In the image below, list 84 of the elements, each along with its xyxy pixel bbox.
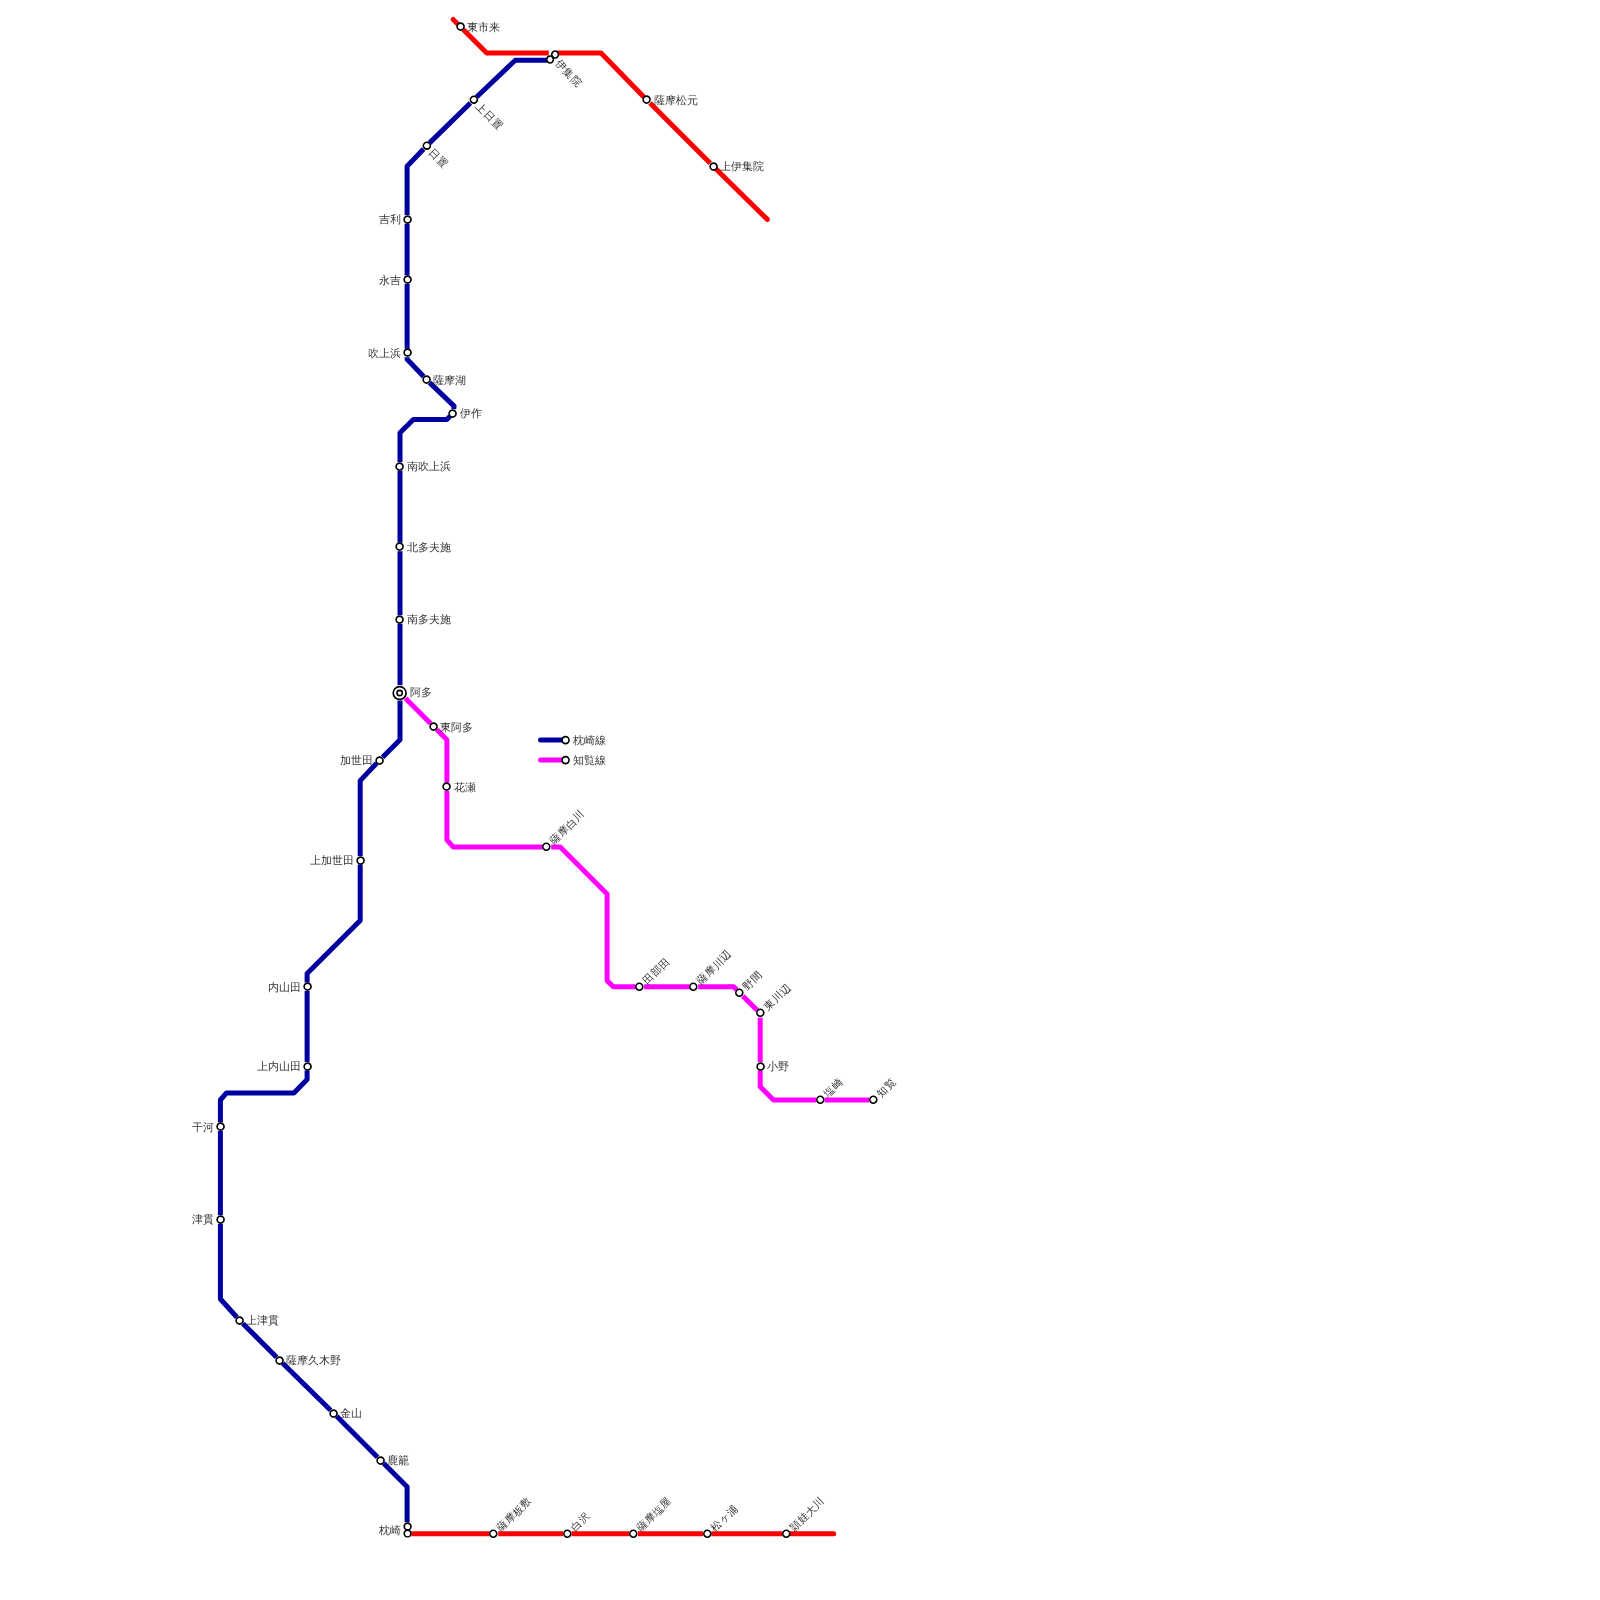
rail-line xyxy=(217,1223,239,1319)
station-name: 枕崎 xyxy=(378,1524,401,1537)
station-name: 永吉 xyxy=(378,273,401,286)
station-name: 東阿多 xyxy=(440,720,474,733)
station-name: 上伊集院 xyxy=(719,160,764,173)
rail-line xyxy=(397,414,452,462)
station-name: 北多夫施 xyxy=(406,540,451,553)
rail-line xyxy=(397,551,403,616)
rail-line xyxy=(450,16,460,26)
rail-line xyxy=(788,1531,837,1537)
rail-line xyxy=(404,283,410,349)
station-name: 上津貫 xyxy=(246,1314,280,1327)
station-name: 薩摩白川 xyxy=(547,806,587,847)
station-name: 吹上浜 xyxy=(367,347,401,360)
rail-line xyxy=(280,1361,333,1413)
rail-line xyxy=(404,356,426,379)
rail-line xyxy=(757,1070,817,1103)
rail-line xyxy=(557,50,646,99)
rail-line xyxy=(824,1097,870,1103)
rail-line xyxy=(571,1531,630,1537)
rail-line xyxy=(241,1321,279,1359)
station-name: 花瀬 xyxy=(453,780,476,793)
station-name: 内山田 xyxy=(267,980,301,993)
station-name: 加世田 xyxy=(340,754,373,767)
rail-line xyxy=(403,696,433,726)
rail-line xyxy=(711,1531,783,1537)
rail-line xyxy=(304,991,310,1062)
station-name: 津貫 xyxy=(191,1213,214,1226)
station-name: 東市来 xyxy=(466,20,500,33)
rail-line xyxy=(698,984,739,992)
rail-line xyxy=(741,994,759,1012)
rail-line xyxy=(217,1070,310,1123)
rail-line xyxy=(461,27,549,56)
rail-line xyxy=(638,1531,703,1537)
station-name: 薩摩川辺 xyxy=(694,946,734,987)
legend-label: 枕崎線 xyxy=(572,733,606,746)
rail-line xyxy=(474,57,549,99)
rail-line xyxy=(427,380,457,410)
station-name: 薩摩松元 xyxy=(653,94,698,106)
station-name: 干河 xyxy=(191,1120,214,1133)
station-name: 薩摩板敷 xyxy=(494,1493,534,1534)
rail-line xyxy=(648,101,712,166)
rail-line xyxy=(397,470,403,543)
station-name: 松ヶ浦 xyxy=(707,1501,740,1534)
rail-line xyxy=(411,1531,490,1537)
legend-label: 知覧線 xyxy=(572,754,606,767)
rail-line xyxy=(380,700,403,759)
station-name: 知覧 xyxy=(873,1075,898,1100)
station-name: 小野 xyxy=(766,1060,789,1073)
rail-line xyxy=(304,864,363,983)
rail-line xyxy=(404,147,426,216)
rail-line xyxy=(434,727,450,783)
station-name: 鹿籠 xyxy=(387,1454,410,1467)
station-name: 薩摩湖 xyxy=(433,373,467,386)
rail-line xyxy=(357,761,379,856)
station-name: 南多夫施 xyxy=(406,613,451,626)
station-name: 吉利 xyxy=(378,213,401,226)
station-name: 上内山田 xyxy=(256,1060,301,1073)
station-name: 白沢 xyxy=(567,1509,592,1534)
rail-line xyxy=(427,101,473,145)
rail-line xyxy=(551,844,636,990)
rail-line xyxy=(644,984,690,990)
station-name: 金山 xyxy=(340,1407,363,1420)
station-name: 日置 xyxy=(426,146,451,171)
station-name: 南吹上浜 xyxy=(406,460,451,473)
station-name: 伊集院 xyxy=(553,57,586,89)
rail-line xyxy=(713,166,770,222)
rail-line xyxy=(404,223,410,276)
rail-line xyxy=(397,623,403,686)
station-name: 上日置 xyxy=(473,100,506,133)
rail-line xyxy=(444,791,543,850)
station-name: 阿多 xyxy=(409,686,432,699)
station-name: 伊作 xyxy=(459,407,482,420)
rail-line xyxy=(498,1531,564,1537)
rail-line xyxy=(334,1414,380,1459)
station-name: 上加世田 xyxy=(309,854,354,867)
station-name: 田部田 xyxy=(640,954,672,987)
station-name: 塩崎 xyxy=(820,1075,845,1100)
station-name: 薩摩塩屋 xyxy=(634,1493,674,1534)
rail-line xyxy=(217,1130,223,1216)
station-name: 頴娃大川 xyxy=(787,1493,827,1534)
station-name: 薩摩久木野 xyxy=(286,1354,342,1367)
rail-line xyxy=(757,1017,763,1062)
rail-line xyxy=(381,1461,410,1523)
